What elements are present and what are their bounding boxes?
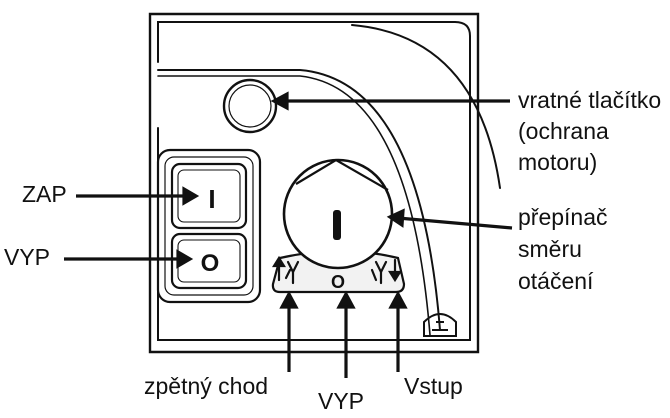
- label-direction-switch-line2: směru: [518, 236, 582, 262]
- dial-pointer: [333, 210, 341, 240]
- reverse-direction-icon: [272, 255, 300, 285]
- raised-panel-edge-inner: [157, 75, 431, 336]
- callout-arrows: [64, 91, 513, 378]
- switch-frame-outer: [156, 148, 262, 304]
- label-zap: ZAP: [22, 181, 67, 207]
- label-direction-switch-line1: přepínač: [518, 204, 608, 230]
- label-reverse: zpětný chod: [144, 373, 269, 399]
- switch-frame-inner: [164, 156, 254, 296]
- housing-inner-panel: [157, 21, 471, 341]
- on-symbol: I: [208, 184, 215, 214]
- label-reset-button-line3: motoru): [518, 149, 598, 175]
- raised-panel-edge: [157, 69, 441, 331]
- off-symbol: O: [201, 250, 220, 277]
- arrow-direction-switch: [397, 216, 513, 230]
- dial-knob-ridge: [295, 158, 389, 191]
- label-vyp-left: VYP: [4, 244, 51, 270]
- reset-button-graphic: [222, 78, 278, 134]
- direction-dial: [271, 158, 406, 294]
- cable-clamp-icon: [423, 313, 457, 337]
- label-reset-button-line2: (ochrana: [518, 118, 609, 144]
- device-housing: [148, 12, 501, 354]
- housing-fold-line: [351, 24, 501, 189]
- label-vyp-bottom: VYP: [318, 388, 365, 414]
- housing-outline: [148, 12, 480, 354]
- label-forward: Vstup: [404, 373, 463, 399]
- forward-direction-icon: [370, 258, 402, 285]
- off-button: [170, 232, 248, 290]
- dial-center-symbol: O: [331, 272, 345, 292]
- on-off-switch-block: [156, 148, 262, 304]
- label-reset-button-line1: vratné tlačítko: [518, 87, 662, 113]
- label-direction-switch-line3: otáčení: [518, 268, 594, 294]
